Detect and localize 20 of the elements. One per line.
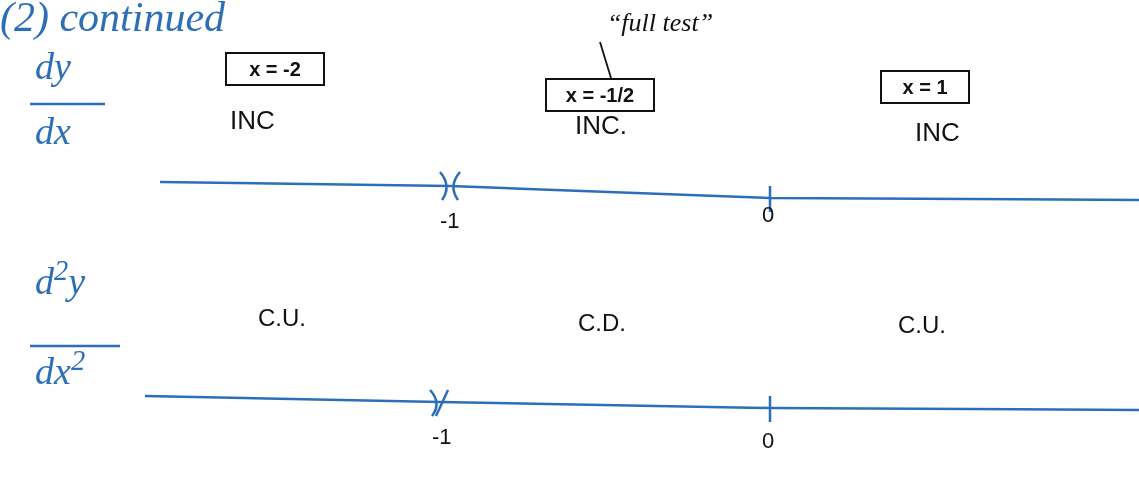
- number-label: 0: [762, 204, 775, 226]
- derivative-numerator: d$^{2}$y: [35, 262, 86, 300]
- title: (2) continued: [0, 0, 226, 42]
- interval-label: INC: [915, 119, 960, 145]
- value-box: x = -1/2: [545, 78, 655, 112]
- number-label: -1: [432, 426, 452, 448]
- derivative-numerator: dy: [35, 47, 71, 85]
- leader-line: [599, 41, 612, 79]
- number-label: -1: [440, 210, 460, 232]
- interval-label: C.U.: [258, 306, 306, 330]
- interval-label: C.U.: [898, 313, 946, 337]
- number-label: 0: [762, 430, 775, 452]
- derivative-denominator: dx$^{2}$: [35, 352, 86, 390]
- annotation-text: “full test”: [585, 2, 735, 42]
- interval-label: C.D.: [578, 311, 626, 335]
- interval-label: INC: [230, 107, 275, 133]
- derivative-denominator: dx: [35, 112, 71, 150]
- value-box: x = -2: [225, 52, 325, 86]
- interval-label: INC.: [575, 112, 627, 138]
- value-box: x = 1: [880, 70, 970, 104]
